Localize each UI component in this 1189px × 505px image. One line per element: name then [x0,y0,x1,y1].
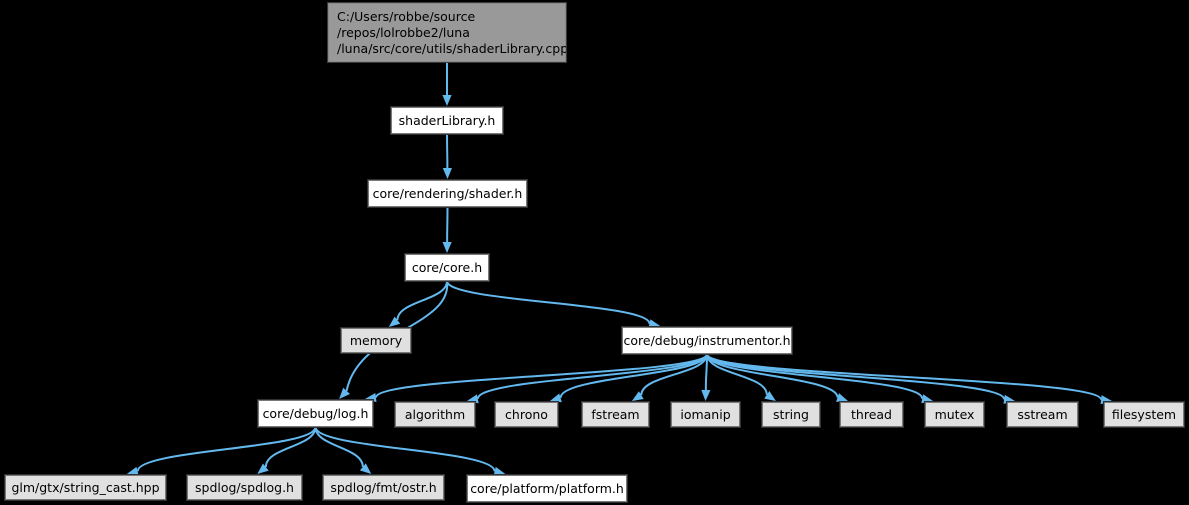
edge-instrumentor-to-thread [706,353,839,398]
graph-node-spdlog[interactable]: spdlog/spdlog.h [186,474,303,501]
edge-log-to-glm [136,426,317,472]
edge-instrumentor-to-log [374,353,708,399]
edge-instrumentor-to-mutex [706,353,924,400]
graph-node-mutex[interactable]: mutex [924,401,985,428]
edge-instrumentor-to-string [706,353,768,396]
graph-node-core[interactable]: core/core.h [404,253,490,282]
edge-instrumentor-to-algorithm [476,353,708,400]
edge-instrumentor-to-iomanip [704,353,708,391]
graph-node-root[interactable]: C:/Users/robbe/source /repos/lolrobbe2/l… [327,2,568,63]
arrowhead-root-to-shaderlib [442,95,452,106]
arrowhead-instrumentor-to-chrono [550,393,562,403]
graph-node-log[interactable]: core/debug/log.h [257,399,374,428]
arrowhead-instrumentor-to-fstream [631,391,644,401]
graph-node-chrono[interactable]: chrono [494,401,559,428]
graph-node-shaderlib[interactable]: shaderLibrary.h [390,106,504,135]
arrowhead-log-to-ostr [359,463,372,474]
graph-node-shader[interactable]: core/rendering/shader.h [367,179,528,208]
arrowhead-instrumentor-to-thread [836,393,848,402]
edge-log-to-spdlog [264,426,317,468]
edge-log-to-platform [314,426,496,472]
graph-node-thread[interactable]: thread [839,401,904,428]
graph-node-fstream[interactable]: fstream [581,401,650,428]
edge-instrumentor-to-sstream [706,353,1006,400]
arrowhead-core-to-memory [388,316,401,327]
arrowhead-shader-to-core [442,241,452,253]
graph-node-ostr[interactable]: spdlog/fmt/ostr.h [322,474,445,501]
edge-instrumentor-to-chrono [559,353,708,399]
graph-node-instrumentor[interactable]: core/debug/instrumentor.h [621,326,793,355]
arrowhead-instrumentor-to-iomanip [701,389,711,401]
edge-log-to-ostr [314,426,364,468]
edge-instrumentor-to-fstream [640,353,708,396]
graph-node-memory[interactable]: memory [340,327,412,354]
graph-node-iomanip[interactable]: iomanip [670,401,741,428]
graph-node-glm[interactable]: glm/gtx/string_cast.hpp [4,474,167,501]
arrowhead-core-to-log [339,387,350,399]
graph-node-filesystem[interactable]: filesystem [1103,401,1185,428]
graph-node-platform[interactable]: core/platform/platform.h [466,474,628,503]
edge-core-to-memory [396,280,448,321]
arrowhead-log-to-spdlog [257,463,269,474]
graph-node-string[interactable]: string [761,401,821,428]
graph-node-sstream[interactable]: sstream [1006,401,1079,428]
edge-core-to-instrumentor [446,280,651,325]
arrowhead-shaderlib-to-shader [442,167,452,179]
edge-instrumentor-to-filesystem [706,353,1103,401]
arrowhead-instrumentor-to-string [764,391,776,401]
graph-node-algorithm[interactable]: algorithm [394,401,476,428]
